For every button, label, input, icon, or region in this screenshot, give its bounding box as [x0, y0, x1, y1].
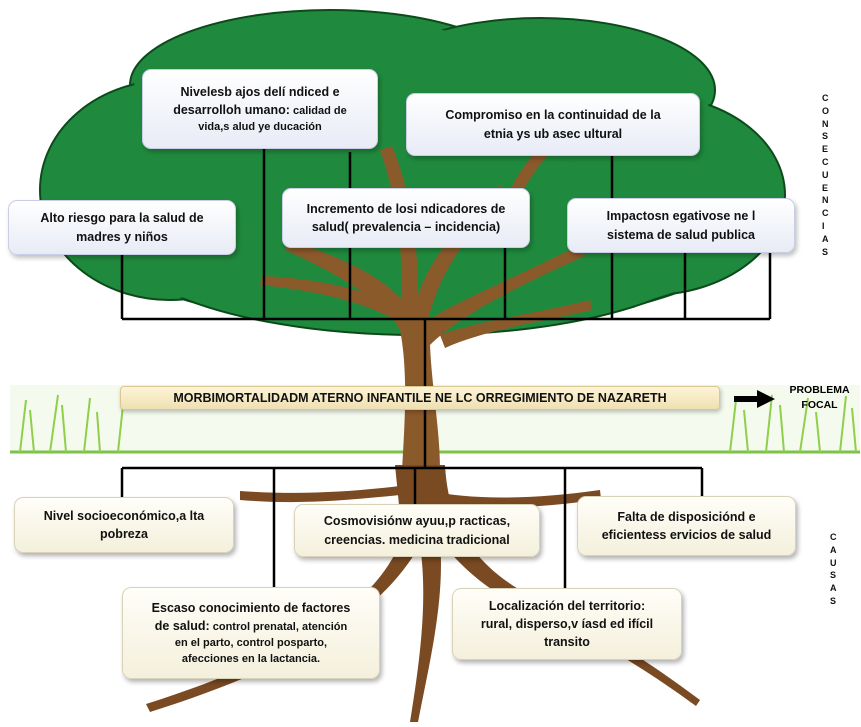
cause-line: creencias. medicina tradicional	[324, 532, 510, 547]
consequence-line: vida,s alud ye ducación	[198, 120, 322, 133]
cause-line: transito	[544, 635, 590, 650]
consequence-line: Impactosn egativose ne l	[606, 209, 756, 224]
consequence-box-etnia: Compromiso en la continuidad de la etnia…	[406, 93, 700, 156]
cause-box-conocimiento: Escaso conocimiento de factores de salud…	[122, 587, 380, 679]
label-letter: I	[822, 220, 825, 231]
label-letter: S	[822, 131, 829, 142]
label-letter: N	[822, 195, 829, 206]
focal-label-line: FOCAL	[801, 399, 838, 412]
consequence-line: calidad de	[289, 104, 347, 117]
label-letter: C	[822, 156, 829, 167]
consequence-box-desarrollo: Nivelesb ajos delí ndiced e desarrolloh …	[142, 69, 378, 149]
cause-box-cosmovision: Cosmovisiónw ayuu,p racticas, creencias.…	[294, 504, 540, 557]
focal-label: PROBLEMA FOCAL	[782, 383, 857, 413]
cause-line: Cosmovisiónw ayuu,p racticas,	[323, 514, 511, 529]
consequence-line: Nivelesb ajos delí ndiced e	[180, 84, 340, 99]
consequence-box-riesgo: Alto riesgo para la salud de madres y ni…	[8, 200, 236, 255]
cause-line: en el parto, control posparto,	[174, 636, 328, 649]
label-letter: A	[822, 233, 829, 244]
cause-line: rural, disperso,v íasd ed ifícil	[480, 616, 654, 631]
label-letter: U	[830, 557, 837, 568]
consequence-line: madres y niños	[76, 229, 168, 244]
label-letter: S	[822, 246, 829, 257]
focal-label-line: PROBLEMA	[789, 384, 850, 396]
label-letter: E	[822, 182, 829, 193]
cause-line: de salud:	[154, 618, 210, 633]
label-letter: O	[822, 105, 830, 116]
consequence-box-sistema-salud: Impactosn egativose ne l sistema de salu…	[567, 198, 795, 253]
focal-problem-box: MORBIMORTALIDADM ATERNO INFANTILE NE LC …	[120, 386, 720, 410]
cause-line: Escaso conocimiento de factores	[151, 600, 351, 615]
label-letter: C	[822, 93, 829, 103]
cause-line: Falta de disposiciónd e	[617, 509, 756, 524]
consequence-line: Incremento de losi ndicadores de	[306, 201, 506, 216]
consequence-line: desarrolloh umano:	[173, 102, 290, 117]
focal-problem-text: MORBIMORTALIDADM ATERNO INFANTILE NE LC …	[173, 390, 667, 405]
cause-line: control prenatal, atención	[209, 620, 348, 633]
label-letter: A	[830, 583, 837, 594]
label-letter: C	[822, 208, 829, 219]
label-letter: U	[822, 169, 829, 180]
label-letter: N	[822, 118, 829, 129]
label-letter: C	[830, 532, 837, 542]
consequence-line: etnia ys ub asec ultural	[483, 126, 623, 141]
consequence-box-indicadores: Incremento de losi ndicadores de salud( …	[282, 188, 530, 248]
cause-box-servicios-salud: Falta de disposiciónd e eficientess ervi…	[577, 496, 796, 556]
consequence-line: Alto riesgo para la salud de	[40, 211, 204, 226]
label-letter: S	[830, 595, 837, 606]
consequence-line: Compromiso en la continuidad de la	[445, 108, 661, 123]
label-letter: S	[830, 570, 837, 581]
cause-line: afecciones en la lactancia.	[181, 652, 321, 665]
label-letter: A	[830, 544, 837, 555]
consequence-line: sistema de salud publica	[607, 227, 755, 242]
consequence-line: salud( prevalencia – incidencia)	[311, 220, 501, 234]
arrow-right-icon	[734, 390, 775, 408]
cause-line: eficientess ervicios de salud	[601, 528, 772, 542]
cause-box-territorio: Localización del territorio: rural, disp…	[452, 588, 682, 660]
cause-line: Nivel socioeconómico,a lta	[43, 508, 205, 523]
label-letter: E	[822, 144, 829, 155]
cause-box-socioeconomico: Nivel socioeconómico,a lta pobreza	[14, 497, 234, 553]
cause-line: pobreza	[100, 527, 148, 541]
consecuencias-vertical-label: C O N S E C U E N C I A S	[822, 92, 829, 258]
cause-line: Localización del territorio:	[488, 598, 646, 613]
causas-vertical-label: C A U S A S	[830, 531, 837, 608]
